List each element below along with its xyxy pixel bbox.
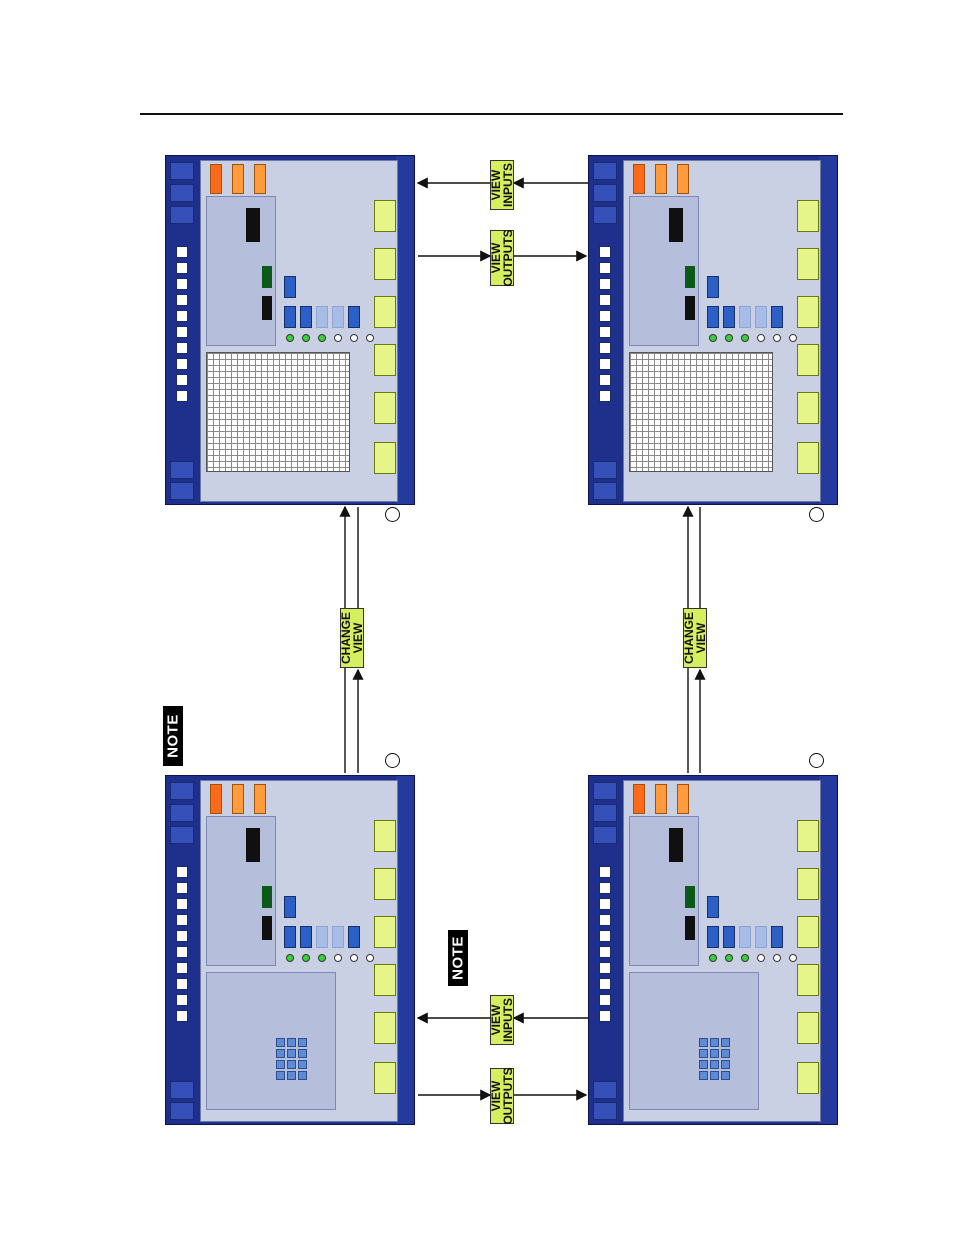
- callout-circle-a: [385, 507, 400, 522]
- view-outputs-label-bottom: VIEW OUTPUTS: [490, 1068, 514, 1124]
- note-badge-center: NOTE: [448, 930, 468, 986]
- callout-circle-b: [385, 753, 400, 768]
- change-view-label-left: CHANGE VIEW: [340, 608, 364, 668]
- view-outputs-label-top: VIEW OUTPUTS: [490, 230, 514, 286]
- callout-circle-c: [809, 507, 824, 522]
- change-view-label-right: CHANGE VIEW: [683, 608, 707, 668]
- callout-circle-d: [809, 753, 824, 768]
- view-inputs-label-top: VIEW INPUTS: [490, 160, 514, 210]
- note-badge-left: NOTE: [163, 706, 183, 766]
- view-inputs-label-bottom: VIEW INPUTS: [490, 995, 514, 1045]
